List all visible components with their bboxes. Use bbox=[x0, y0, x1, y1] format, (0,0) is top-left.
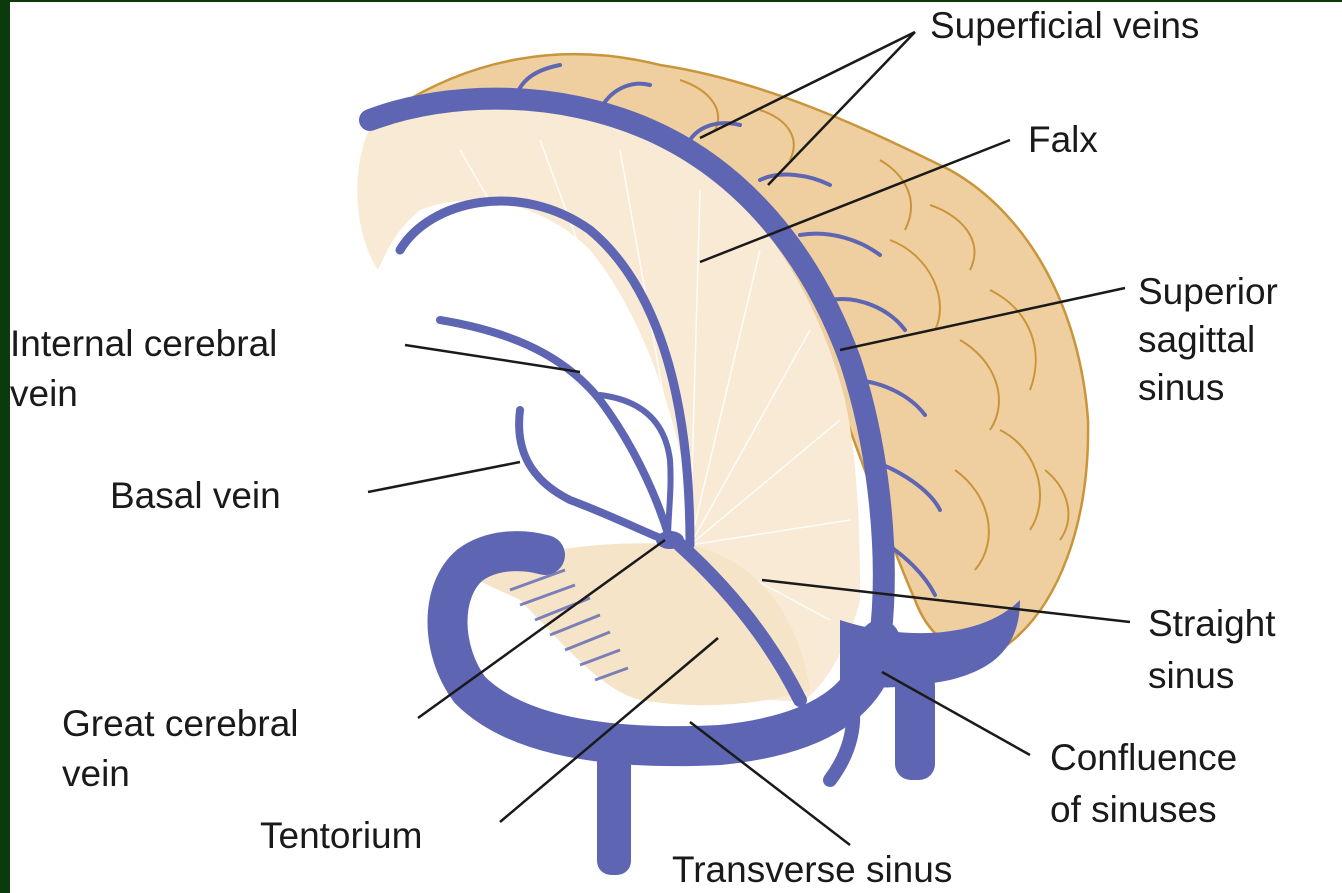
great-cerebral-vein bbox=[656, 531, 684, 549]
label-basal-vein: Basal vein bbox=[110, 474, 281, 518]
label-confluence-of-sinuses-1: Confluence bbox=[1050, 736, 1237, 780]
diagram-canvas: Superficial veins Falx Superior sagittal… bbox=[10, 2, 1342, 893]
label-tentorium: Tentorium bbox=[260, 814, 422, 858]
label-internal-cerebral-vein-2: vein bbox=[10, 372, 78, 416]
label-great-cerebral-vein-2: vein bbox=[62, 752, 130, 796]
sigmoid-outflow-right bbox=[895, 670, 935, 780]
sigmoid-outflow-left bbox=[597, 745, 631, 875]
label-confluence-of-sinuses-2: of sinuses bbox=[1050, 788, 1217, 832]
label-great-cerebral-vein-1: Great cerebral bbox=[62, 702, 299, 746]
internal-cerebral-vein bbox=[440, 320, 670, 540]
label-superior-sagittal-sinus-2: sagittal bbox=[1138, 318, 1255, 362]
label-falx: Falx bbox=[1028, 118, 1098, 162]
label-superior-sagittal-sinus-1: Superior bbox=[1138, 270, 1278, 314]
label-internal-cerebral-vein-1: Internal cerebral bbox=[10, 322, 277, 366]
label-transverse-sinus: Transverse sinus bbox=[672, 848, 952, 892]
label-superior-sagittal-sinus-3: sinus bbox=[1138, 366, 1224, 410]
label-straight-sinus-1: Straight bbox=[1148, 602, 1276, 646]
label-straight-sinus-2: sinus bbox=[1148, 654, 1234, 698]
label-superficial-veins: Superficial veins bbox=[930, 4, 1199, 48]
leader-basal-vein bbox=[368, 462, 520, 492]
